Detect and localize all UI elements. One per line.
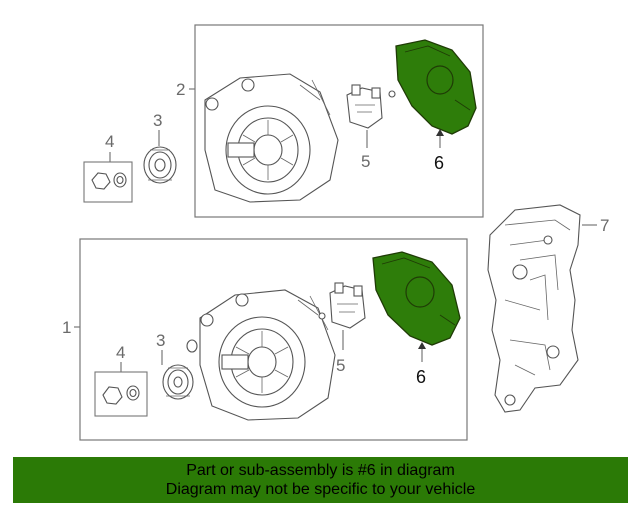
- rear-cover-top: [395, 39, 477, 135]
- rear-cover-top-shape: [395, 39, 477, 135]
- mounting-bracket: [487, 204, 581, 413]
- assembly-box-bottom: [79, 238, 468, 441]
- nut-washer-box-top: [83, 161, 133, 203]
- callout-2: 2: [176, 80, 185, 99]
- parts-diagram: 2 5 6 3: [62, 24, 609, 441]
- callout-7: 7: [600, 216, 609, 235]
- callout-1: 1: [62, 318, 71, 337]
- callout-5: 5: [361, 152, 370, 171]
- callout-5-bottom: 5: [336, 356, 345, 375]
- callout-3: 3: [153, 111, 162, 130]
- callout-4-bottom: 4: [116, 343, 125, 362]
- alternator-top: [204, 73, 339, 203]
- nut-washer-box-bottom: [94, 371, 148, 417]
- notice-banner: Part or sub-assembly is #6 in diagram Di…: [13, 457, 628, 503]
- callout-4: 4: [105, 132, 114, 151]
- nut-bottom: [102, 385, 140, 405]
- alternator-bottom: [199, 289, 336, 421]
- pulley-bottom: [162, 339, 198, 400]
- callout-3-bottom: 3: [156, 331, 165, 350]
- rear-cover-bottom-shape: [372, 251, 461, 346]
- regulator-bottom: [318, 282, 366, 329]
- notice-line-2: Diagram may not be specific to your vehi…: [165, 481, 476, 498]
- nut-top: [91, 172, 127, 190]
- rear-cover-bottom: [372, 251, 461, 346]
- pulley-top: [143, 146, 177, 184]
- assembly-box-top: [194, 24, 484, 218]
- callout-6: 6: [434, 153, 444, 173]
- regulator-top: [346, 84, 396, 129]
- callout-6-bottom: 6: [416, 367, 426, 387]
- notice-line-1: Part or sub-assembly is #6 in diagram: [186, 462, 455, 479]
